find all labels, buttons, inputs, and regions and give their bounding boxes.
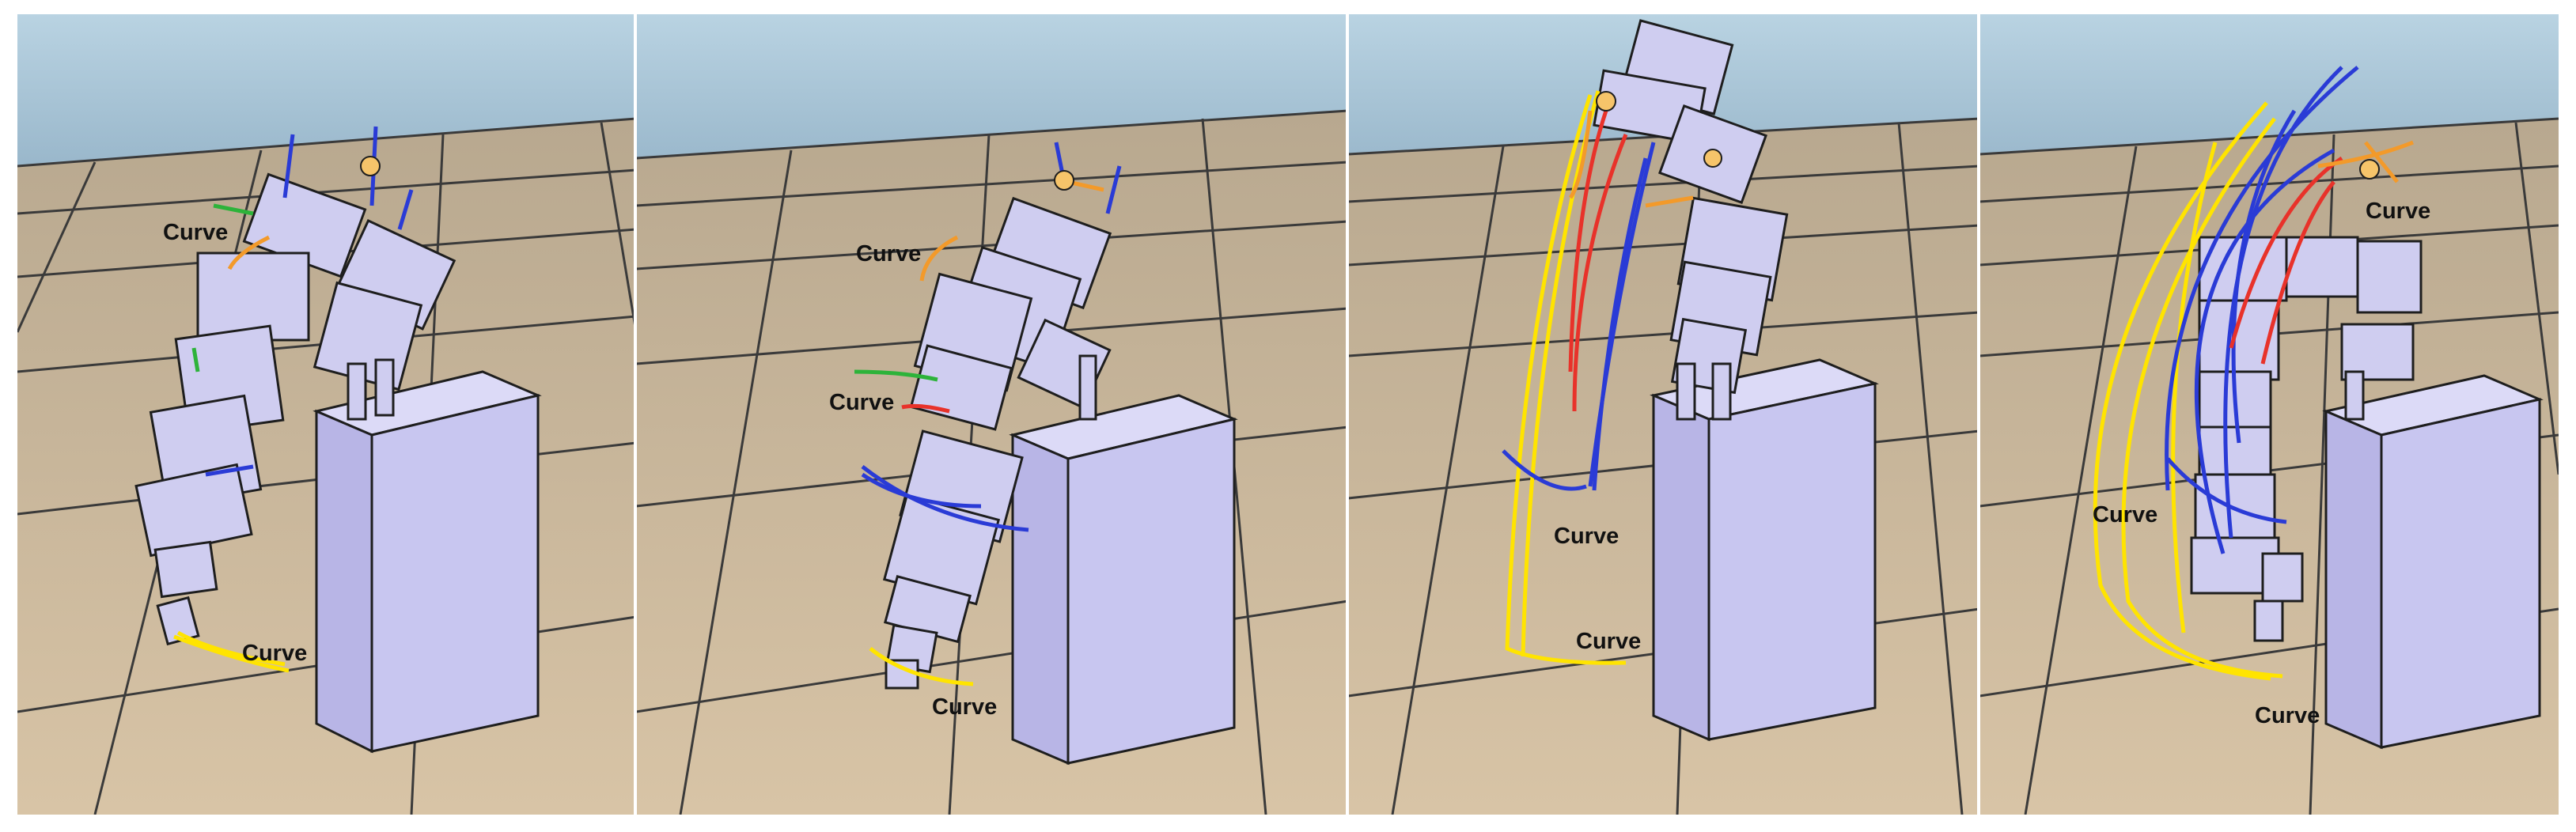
- panel-2: Curve Curve Curve: [636, 14, 1348, 815]
- joint-marker: [360, 156, 381, 176]
- pillar: [1650, 358, 1879, 742]
- joint-marker: [1596, 91, 1616, 112]
- curve-label: Curve: [856, 241, 921, 267]
- curve-label: Curve: [1576, 629, 1641, 654]
- curve-label: Curve: [2366, 199, 2430, 224]
- pillar: [2322, 374, 2544, 750]
- panel-dividers: [634, 14, 1980, 815]
- curve-label: Curve: [242, 641, 307, 666]
- curve-label: Curve: [932, 694, 997, 720]
- motion-curves: [2093, 66, 2414, 681]
- panel-1: Curve Curve: [17, 14, 636, 815]
- joint-marker: [2359, 159, 2380, 180]
- panel-3: Curve Curve: [1348, 14, 1979, 815]
- motion-curves: [1502, 90, 1694, 665]
- panel-4: Curve Curve Curve: [1979, 14, 2559, 815]
- joint-marker: [1054, 170, 1074, 191]
- pillar: [1009, 394, 1238, 766]
- motion-curves: [854, 142, 1122, 686]
- curve-label: Curve: [1554, 524, 1619, 549]
- joint-marker: [1703, 149, 1722, 168]
- robot-arm: [134, 172, 456, 646]
- curve-label: Curve: [163, 220, 228, 245]
- curve-label: Curve: [2255, 703, 2320, 728]
- curve-label: Curve: [2093, 502, 2157, 528]
- curve-label: Curve: [829, 390, 894, 415]
- pillar: [313, 370, 542, 754]
